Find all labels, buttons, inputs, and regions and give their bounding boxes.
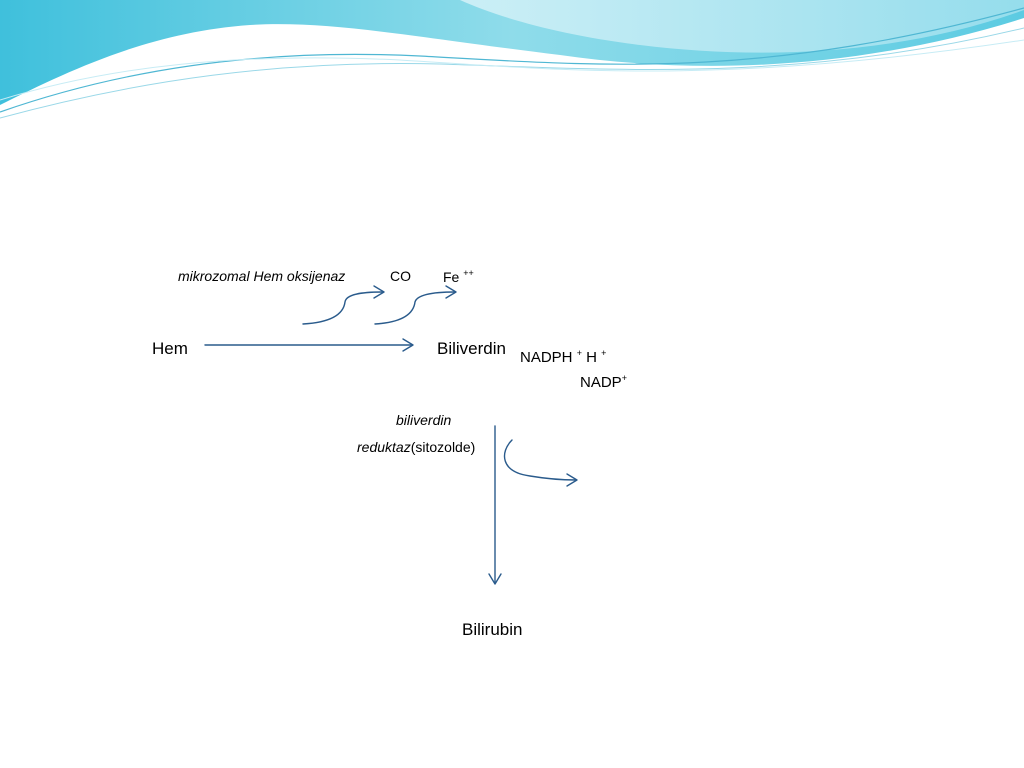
- hem-label: Hem: [152, 339, 188, 358]
- enzyme-reductase-label: reduktaz(sitozolde): [357, 440, 475, 454]
- nadph-to-nadp-arrowhead: [566, 473, 578, 487]
- fe-symbol: Fe: [443, 269, 460, 285]
- nadph-to-nadp-arrow: [503, 439, 577, 481]
- nadph-charge: +: [576, 348, 582, 358]
- enzyme-biliverdin-label: biliverdin: [396, 412, 452, 428]
- enzyme-hem-oxygenase-label: mikrozomal Hem oksijenaz: [178, 268, 346, 284]
- cytosol-location: (sitozolde): [410, 439, 476, 455]
- fe-ion-label: Fe ++: [443, 268, 474, 285]
- co-release-arrowhead: [373, 285, 385, 299]
- hem-to-biliverdin-arrowhead: [402, 338, 414, 352]
- h-charge: +: [601, 348, 607, 358]
- nadph-h-label: NADPH + H +: [520, 348, 607, 366]
- fe-release-arrowhead: [445, 285, 457, 299]
- biliverdin-to-bilirubin-arrowhead: [488, 573, 502, 585]
- biliverdin-label: Biliverdin: [437, 339, 506, 358]
- h-symbol: H: [586, 349, 597, 366]
- header-wave-decoration: [0, 0, 1024, 119]
- bilirubin-label: Bilirubin: [462, 620, 523, 639]
- nadp-symbol: NADP: [580, 374, 622, 391]
- fe-release-arrow: [374, 291, 456, 325]
- nadp-label: NADP+: [580, 373, 627, 391]
- reductase-word: reduktaz: [357, 439, 411, 455]
- co-release-arrow: [302, 291, 384, 325]
- fe-charge: ++: [463, 268, 474, 278]
- co-label: CO: [390, 268, 411, 284]
- nadph-symbol: NADPH: [520, 349, 573, 366]
- nadp-charge: +: [621, 373, 627, 383]
